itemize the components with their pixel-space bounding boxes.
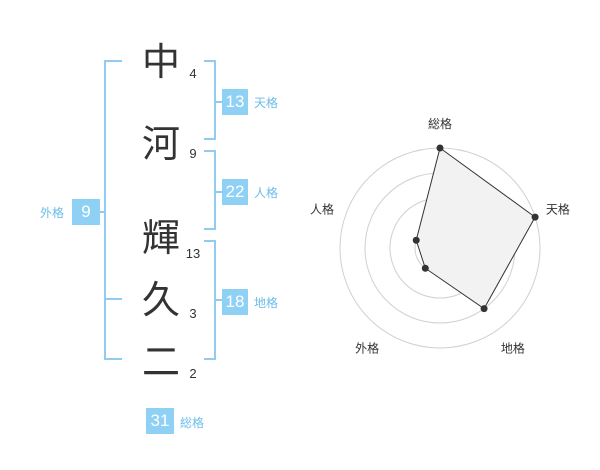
soukaku-value: 31	[146, 408, 174, 434]
radar-point-1	[436, 144, 444, 152]
jinkaku-value: 22	[222, 179, 248, 205]
jinkaku-connector	[214, 191, 222, 193]
radar-point-5	[412, 236, 420, 244]
tenkaku-connector	[214, 101, 222, 103]
name-char-3: 輝	[141, 216, 180, 260]
radar-axis-label-3: 地格	[501, 340, 525, 355]
stroke-count-1: 4	[189, 66, 197, 81]
radar-point-4	[421, 264, 429, 272]
stroke-count-2: 9	[189, 146, 197, 161]
radar-point-3	[480, 305, 488, 313]
radar-axis-label-4: 外格	[355, 340, 379, 355]
name-char-2: 河	[141, 122, 180, 166]
name-char-1: 中	[141, 40, 180, 84]
gaikaku-bracket-divider	[104, 298, 122, 300]
gaikaku-label: 外格	[40, 206, 65, 220]
radar-axis-label-2: 天格	[546, 202, 570, 217]
jinkaku-label: 人格	[254, 186, 279, 200]
name-char-4: 久	[141, 278, 180, 322]
gaikaku-bracket-connector	[96, 211, 106, 213]
tenkaku-bracket	[204, 60, 216, 140]
radar-point-2	[531, 213, 539, 221]
gaikaku-bracket	[104, 60, 122, 360]
chikaku-label: 地格	[254, 296, 279, 310]
gaikaku-value: 9	[72, 199, 100, 225]
chikaku-connector	[214, 299, 222, 301]
stroke-count-3: 13	[185, 246, 201, 261]
radar-axis-label-1: 総格	[428, 116, 452, 131]
radar-polygon	[415, 147, 536, 310]
jinkaku-bracket	[204, 150, 216, 230]
tenkaku-value: 13	[222, 89, 248, 115]
soukaku-label: 総格	[180, 416, 205, 430]
chikaku-value: 18	[222, 289, 248, 315]
radar-axis-label-5: 人格	[310, 202, 334, 217]
tenkaku-label: 天格	[254, 96, 279, 110]
stroke-count-5: 2	[189, 366, 197, 381]
stroke-count-4: 3	[189, 306, 197, 321]
name-char-5: 二	[141, 340, 180, 384]
